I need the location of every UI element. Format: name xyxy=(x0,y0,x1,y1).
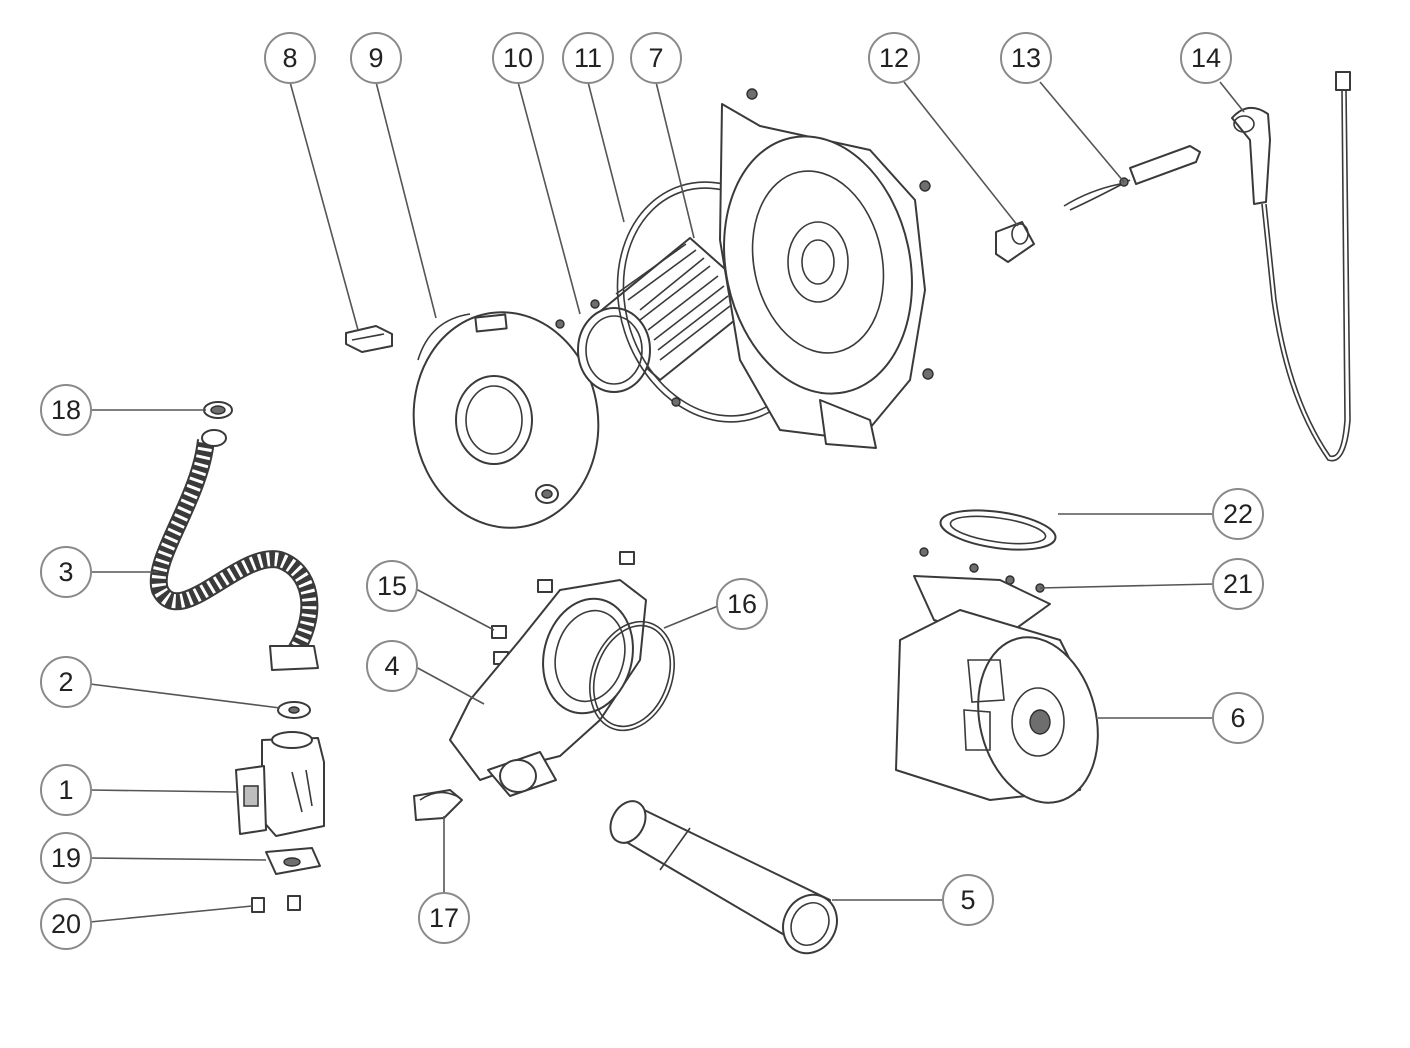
part-21-screws xyxy=(919,547,1045,593)
callout-20: 20 xyxy=(40,898,92,950)
part-12-sleeve xyxy=(995,221,1035,263)
part-16-o-ring xyxy=(589,620,675,732)
callout-17: 17 xyxy=(418,892,470,944)
part-10-burner-tube xyxy=(577,237,761,393)
part-15-screws xyxy=(491,551,635,665)
callout-10-label: 10 xyxy=(503,43,533,73)
callout-10: 10 xyxy=(492,32,544,84)
callout-4: 4 xyxy=(366,640,418,692)
part-4-air-manifold xyxy=(449,579,647,797)
part-9-burner-cover xyxy=(412,311,600,529)
part-19-valve-gasket xyxy=(265,847,321,875)
callout-9: 9 xyxy=(350,32,402,84)
callout-22-label: 22 xyxy=(1223,499,1253,529)
part-20-screws xyxy=(251,895,301,913)
callout-12-label: 12 xyxy=(879,43,909,73)
callout-17-label: 17 xyxy=(429,903,459,933)
callout-4-label: 4 xyxy=(384,651,399,681)
callout-12: 12 xyxy=(868,32,920,84)
callout-19-label: 19 xyxy=(51,843,81,873)
part-13-electrode xyxy=(1063,145,1201,211)
part-22-fan-gasket xyxy=(939,509,1057,551)
callout-20-label: 20 xyxy=(51,909,81,939)
callout-11-label: 11 xyxy=(574,43,602,73)
callout-16: 16 xyxy=(716,578,768,630)
callout-3: 3 xyxy=(40,546,92,598)
callout-5-label: 5 xyxy=(960,885,975,915)
callout-1: 1 xyxy=(40,764,92,816)
callout-14-label: 14 xyxy=(1191,43,1221,73)
callout-13: 13 xyxy=(1000,32,1052,84)
callout-8: 8 xyxy=(264,32,316,84)
part-17-clip xyxy=(413,789,463,821)
part-3-flexible-hose xyxy=(149,429,319,671)
part-1-gas-valve xyxy=(235,731,325,837)
callout-2-label: 2 xyxy=(58,667,73,697)
callout-7-label: 7 xyxy=(648,43,663,73)
part-5-flue-pipe xyxy=(609,800,838,955)
callout-1-label: 1 xyxy=(58,775,73,805)
callout-5: 5 xyxy=(942,874,994,926)
callout-2: 2 xyxy=(40,656,92,708)
callout-15-label: 15 xyxy=(377,571,407,601)
callout-15: 15 xyxy=(366,560,418,612)
part-6-fan xyxy=(895,575,1099,804)
leader-lines xyxy=(89,81,1245,923)
callout-21: 21 xyxy=(1212,558,1264,610)
callout-19: 19 xyxy=(40,832,92,884)
part-18-seal xyxy=(203,401,233,419)
callout-18: 18 xyxy=(40,384,92,436)
callout-6-label: 6 xyxy=(1230,703,1245,733)
callout-6: 6 xyxy=(1212,692,1264,744)
callout-11: 11 xyxy=(562,32,614,84)
callout-8-label: 8 xyxy=(282,43,297,73)
callout-7: 7 xyxy=(630,32,682,84)
part-8-clip xyxy=(345,325,393,353)
callout-21-label: 21 xyxy=(1223,569,1253,599)
callout-22: 22 xyxy=(1212,488,1264,540)
callout-13-label: 13 xyxy=(1011,43,1041,73)
callout-16-label: 16 xyxy=(727,589,757,619)
callout-18-label: 18 xyxy=(51,395,81,425)
part-7-burner-door xyxy=(555,88,934,449)
part-2-washer xyxy=(277,701,311,719)
part-14-sensor-lead xyxy=(1231,71,1351,462)
callout-3-label: 3 xyxy=(58,557,73,587)
callout-14: 14 xyxy=(1180,32,1232,84)
callout-9-label: 9 xyxy=(368,43,383,73)
